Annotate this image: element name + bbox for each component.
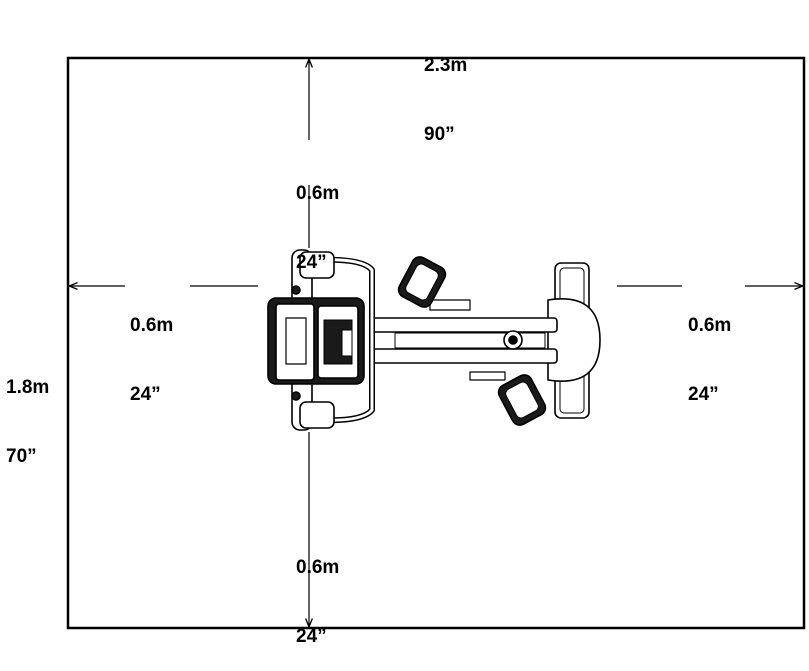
left-clearance-label: 0.6m 24” xyxy=(130,268,173,429)
floor-plan-diagram xyxy=(66,56,806,630)
height-metric: 1.8m xyxy=(6,377,50,398)
top-clearance-label: 0.6m 24” xyxy=(296,136,339,297)
right-clearance-label: 0.6m 24” xyxy=(688,268,731,429)
width-metric: 2.3m xyxy=(424,55,468,76)
height-imperial: 70” xyxy=(6,446,37,467)
bottom-clearance-metric: 0.6m xyxy=(296,557,340,578)
right-clearance-metric: 0.6m xyxy=(688,315,732,336)
height-label: 1.8m 70” xyxy=(6,330,49,491)
left-clearance-imperial: 24” xyxy=(130,384,161,405)
top-clearance-imperial: 24” xyxy=(296,252,327,273)
bottom-clearance-imperial: 24” xyxy=(296,626,327,647)
left-clearance-metric: 0.6m xyxy=(130,315,174,336)
width-imperial: 90” xyxy=(424,124,455,145)
bottom-clearance-label: 0.6m 24” xyxy=(296,510,339,671)
width-label: 2.3m 90” xyxy=(424,8,467,169)
right-clearance-imperial: 24” xyxy=(688,384,719,405)
top-clearance-metric: 0.6m xyxy=(296,183,340,204)
elliptical-trainer-top-view-icon xyxy=(267,249,601,431)
space-boundary xyxy=(66,56,806,630)
